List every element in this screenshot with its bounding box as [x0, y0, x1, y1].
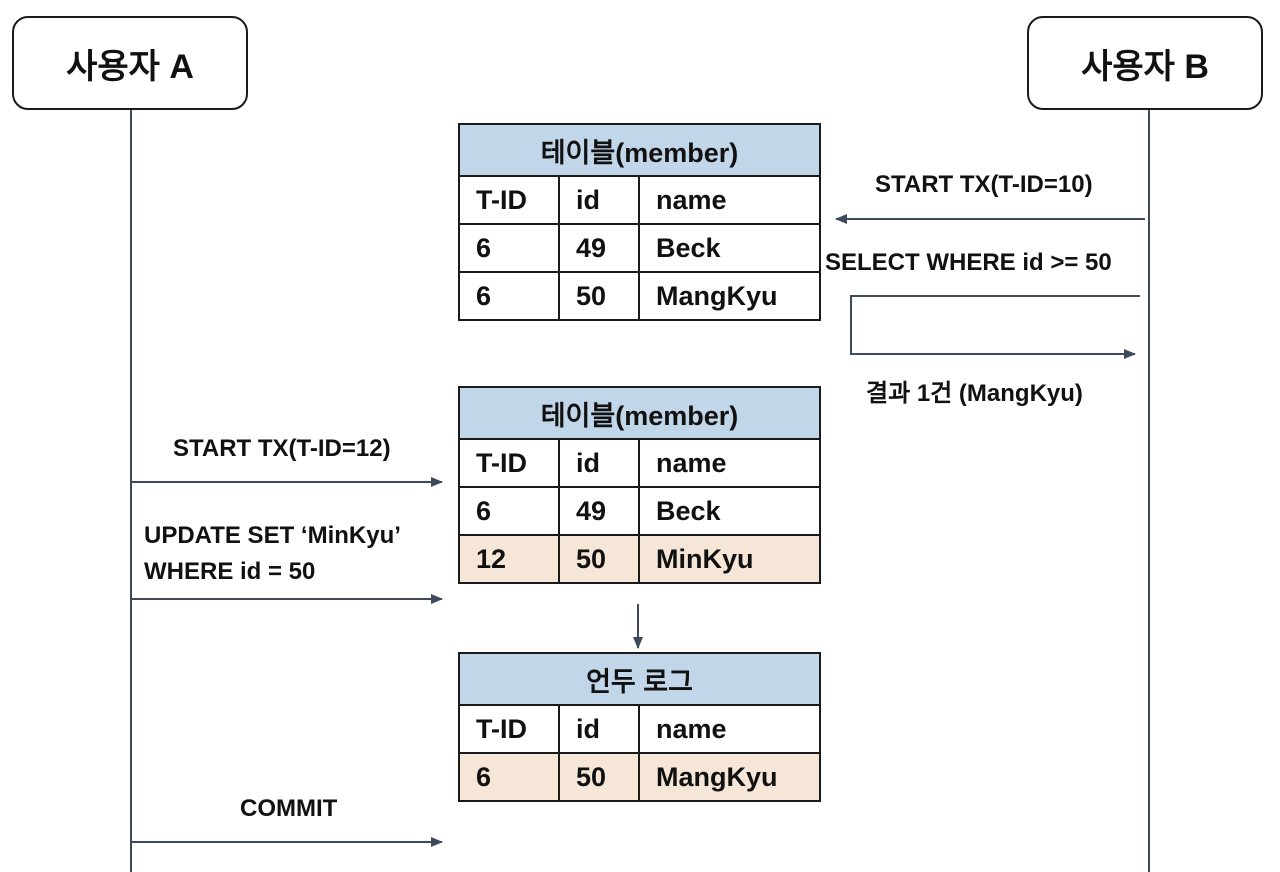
- column-header: T-ID: [458, 438, 560, 488]
- column-header: T-ID: [458, 704, 560, 754]
- table-cell: 6: [458, 271, 560, 321]
- message-b-result: 결과 1건 (MangKyu): [866, 380, 1083, 407]
- undo-log-table: 언두 로그 T-ID id name 6 50 MangKyu: [457, 652, 822, 802]
- table-title: 테이블(member): [457, 123, 822, 177]
- table-header-row: T-ID id name: [458, 438, 822, 488]
- column-header: name: [637, 704, 822, 754]
- table-cell: Beck: [637, 486, 822, 536]
- column-header: id: [558, 438, 640, 488]
- table-cell: MangKyu: [637, 752, 822, 802]
- actor-user-a: 사용자 A: [12, 16, 248, 110]
- table-cell: 6: [458, 223, 560, 273]
- table-cell: 6: [458, 752, 560, 802]
- table-row-undo: 6 50 MangKyu: [458, 752, 822, 802]
- table-cell: 50: [558, 271, 640, 321]
- message-b-select: SELECT WHERE id >= 50: [825, 249, 1112, 276]
- member-table-before: 테이블(member) T-ID id name 6 49 Beck 6 50 …: [457, 123, 822, 321]
- table-cell: Beck: [637, 223, 822, 273]
- table-row: 6 49 Beck: [458, 223, 822, 273]
- column-header: name: [637, 438, 822, 488]
- table-title: 언두 로그: [457, 652, 822, 706]
- actor-user-b: 사용자 B: [1027, 16, 1263, 110]
- message-b-start-tx: START TX(T-ID=10): [875, 171, 1093, 198]
- message-a-commit: COMMIT: [240, 795, 338, 822]
- table-cell: 6: [458, 486, 560, 536]
- message-a-update-line1: UPDATE SET ‘MinKyu’: [144, 522, 401, 549]
- table-cell: 49: [558, 223, 640, 273]
- table-cell: 50: [558, 752, 640, 802]
- table-row: 6 50 MangKyu: [458, 271, 822, 321]
- table-row: 6 49 Beck: [458, 486, 822, 536]
- table-cell: 49: [558, 486, 640, 536]
- message-a-update-line2: WHERE id = 50: [144, 558, 316, 585]
- member-table-after: 테이블(member) T-ID id name 6 49 Beck 12 50…: [457, 386, 822, 584]
- column-header: name: [637, 175, 822, 225]
- table-header-row: T-ID id name: [458, 704, 822, 754]
- column-header: T-ID: [458, 175, 560, 225]
- table-header-row: T-ID id name: [458, 175, 822, 225]
- table-cell: 12: [458, 534, 560, 584]
- arrow-b-select-loop: [850, 295, 1140, 359]
- table-cell: MinKyu: [637, 534, 822, 584]
- column-header: id: [558, 704, 640, 754]
- table-cell: 50: [558, 534, 640, 584]
- column-header: id: [558, 175, 640, 225]
- table-row-updated: 12 50 MinKyu: [458, 534, 822, 584]
- message-a-start-tx: START TX(T-ID=12): [173, 435, 391, 462]
- table-cell: MangKyu: [637, 271, 822, 321]
- table-title: 테이블(member): [457, 386, 822, 440]
